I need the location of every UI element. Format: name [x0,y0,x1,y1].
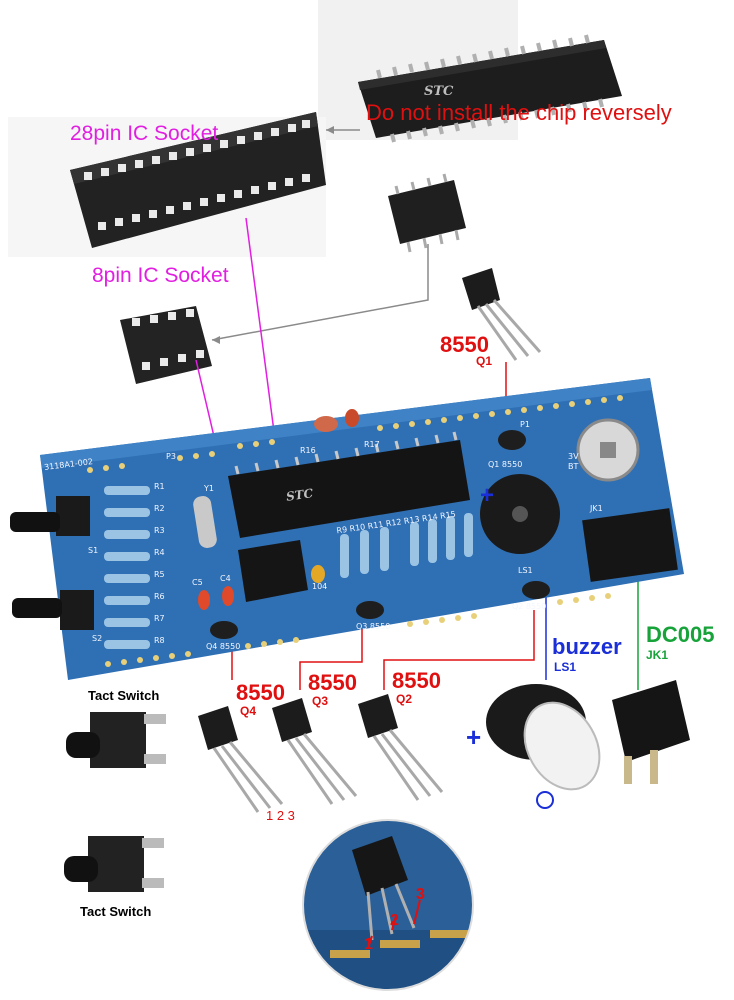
pcb-plus-sign: + [480,482,495,509]
label-dc005: DC005 [646,622,715,647]
socket-8pin [120,306,212,384]
buzzer-component [486,684,601,809]
buzzer-plus-sign: + [466,722,482,752]
label-buzzer: buzzer [552,634,622,659]
label-8pin-socket: 8pin IC Socket [92,264,229,287]
closeup-pin-1: 1 [364,936,373,953]
pcb-q1-label: Q1 8550 [488,460,523,469]
pcb-battery-v: 3V [568,452,579,461]
pcb-p1: P1 [520,420,530,429]
pcb-battery: BT [568,462,579,471]
pcb-r8: R8 [154,636,165,645]
pcb-q2-label: Q2 8550 [512,602,547,611]
pcb-s2: S2 [92,634,103,643]
closeup-photo [302,819,474,991]
tact-switch-bottom [64,836,164,892]
pcb-cap-104: 104 [312,582,328,591]
label-q4-part: 8550 [236,680,285,705]
dc-jack-component [612,680,690,784]
label-q1-part: 8550 [440,332,489,357]
pcb-r4: R4 [154,548,165,557]
pcb-q4-label: Q4 8550 [206,642,241,651]
label-tact-switch-bottom: Tact Switch [80,904,152,919]
label-tact-switch-top: Tact Switch [88,688,160,703]
pcb-r7: R7 [154,614,165,623]
pcb-r2: R2 [154,504,165,513]
closeup-pin-arrows [367,899,421,949]
label-pins-123: 1 2 3 [266,808,295,823]
label-q2-part: 8550 [392,668,441,693]
pcb-jk1: JK1 [590,504,603,513]
pcb-r17: R17 [364,440,380,449]
label-q1-ref: Q1 [476,354,493,368]
warning-text: Do not install the chip reversely [366,100,672,125]
transistor-q1 [462,268,542,361]
pcb-p3: P3 [166,452,176,461]
closeup-pin-2: 2 [390,912,399,929]
pcb-r5: R5 [154,570,165,579]
pcb-c4: C4 [220,574,231,583]
chip-8pin [388,173,466,253]
closeup-pin-3: 3 [416,886,425,903]
transistor-q4 [198,706,284,813]
pcb-r3: R3 [154,526,165,535]
chip-brand-mark: STC [424,84,454,99]
transistor-q2 [358,694,444,801]
pcb-board [10,378,684,680]
pcb-s1: S1 [88,546,99,555]
label-buzzer-ref: LS1 [554,660,577,674]
pcb-r6: R6 [154,592,165,601]
chip-28pin [318,0,622,143]
label-q3-ref: Q3 [312,694,329,708]
pcb-c5: C5 [192,578,203,587]
label-q3-part: 8550 [308,670,357,695]
label-q2-ref: Q2 [396,692,413,706]
pcb-ls1: LS1 [518,566,533,575]
label-q4-ref: Q4 [240,704,257,718]
transistor-q3 [272,698,358,805]
pcb-r1: R1 [154,482,165,491]
tact-switch-top [66,712,166,768]
pcb-q3-label: Q3 8550 [356,622,391,631]
pcb-y1: Y1 [204,484,214,493]
pcb-r16: R16 [300,446,316,455]
label-28pin-socket: 28pin IC Socket [70,122,219,145]
label-dc-ref: JK1 [646,648,669,662]
socket-28pin [8,112,326,257]
